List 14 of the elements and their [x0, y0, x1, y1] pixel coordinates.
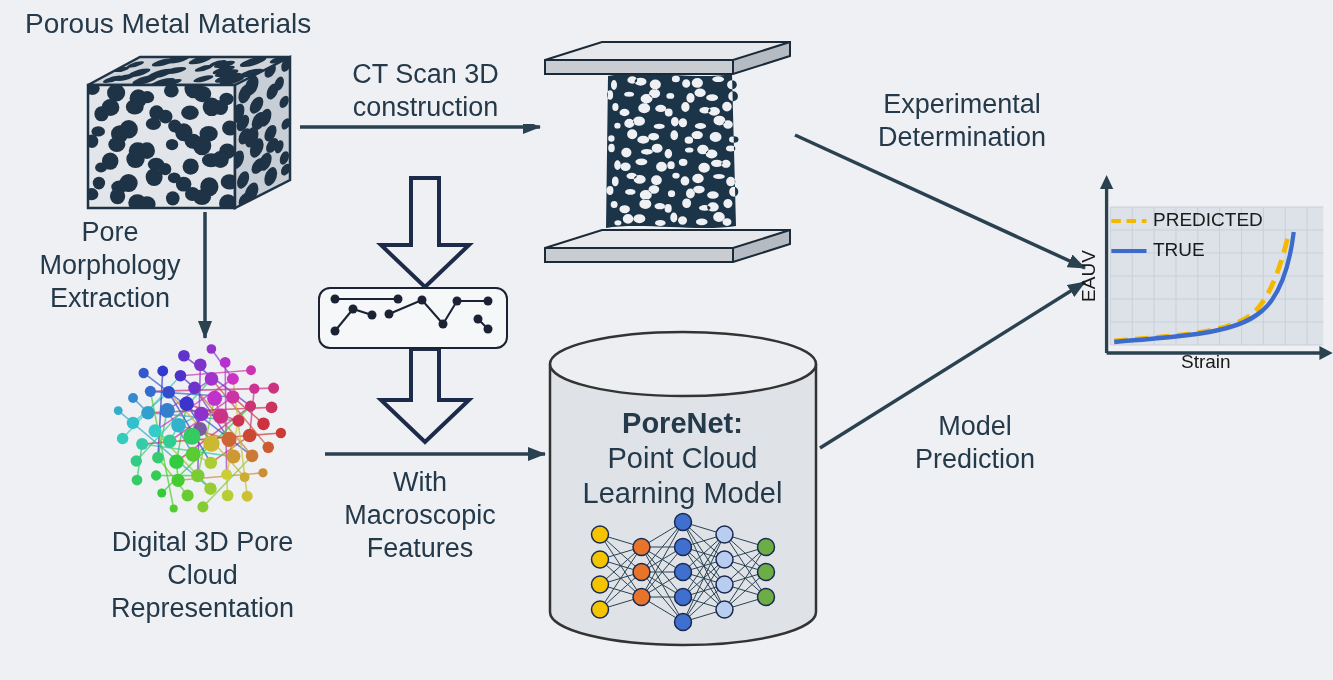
heading: PoreNet:	[621, 406, 744, 441]
legend-label: TRUE	[1153, 239, 1205, 261]
arrow	[325, 447, 546, 461]
node-label: Point Cloud Learning Model	[581, 441, 784, 512]
node-label: Digital 3D Pore Cloud Representation	[109, 526, 296, 625]
axis-label: EAUV	[1077, 250, 1100, 302]
legend-label: PREDICTED	[1153, 209, 1263, 231]
axis-label: Strain	[1181, 351, 1231, 373]
arrow	[198, 212, 212, 339]
hollow-arrow	[376, 347, 474, 445]
arrow	[794, 133, 1086, 270]
hollow-arrow	[376, 176, 474, 290]
arrow	[819, 280, 1086, 450]
heading: Porous Metal Materials	[25, 7, 313, 41]
